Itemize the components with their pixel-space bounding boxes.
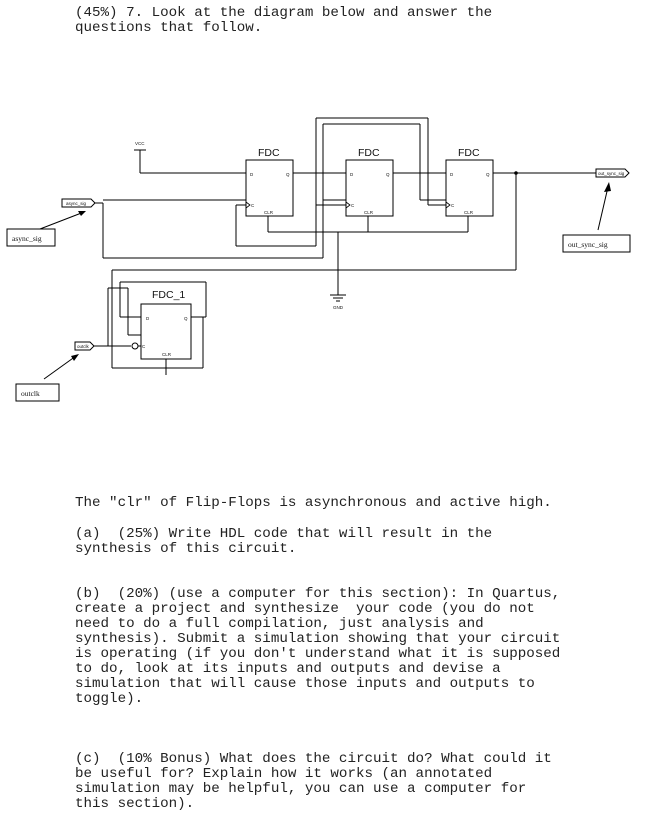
ff1-d: D — [250, 172, 254, 177]
part-b-line2: create a project and synthesize your cod… — [75, 601, 535, 617]
circuit-diagram: FDC FDC FDC FDC_1 D Q C CLR D Q C CLR D … — [6, 117, 631, 402]
question-subtitle: questions that follow. — [75, 20, 263, 36]
part-c-line2: be useful for? Explain how it works (an … — [75, 766, 493, 782]
part-b-line8: toggle). — [75, 691, 144, 707]
ff1-title: FDC — [258, 147, 280, 159]
async-sig-port — [61, 198, 96, 208]
ff2-clr: CLR — [364, 210, 374, 215]
ff2-box — [345, 159, 394, 217]
part-b-line7: simulation that will cause those inputs … — [75, 676, 535, 692]
ff3-c: C — [451, 203, 455, 208]
callout-async-box — [6, 228, 56, 247]
outclk-port-label: outclk — [77, 344, 90, 349]
part-b-line1: (b) (20%) (use a computer for this secti… — [75, 586, 561, 602]
question-title: (45%) 7. Look at the diagram below and a… — [75, 5, 493, 21]
part-b-line3: need to do a full compilation, just anal… — [75, 616, 484, 632]
part-c-line1: (c) (10% Bonus) What does the circuit do… — [75, 751, 552, 767]
ff4-clr: CLR — [162, 352, 172, 357]
part-a-line1: (a) (25%) Write HDL code that will resul… — [75, 526, 493, 542]
part-b-line4: synthesis). Submit a simulation showing … — [75, 631, 561, 647]
ff1-q: Q — [286, 172, 290, 177]
callout-outclk-box — [15, 383, 60, 402]
callout-async-label: async_sig — [12, 234, 42, 243]
part-c-line3: simulation may be helpful, you can use a… — [75, 781, 527, 797]
ff4-box — [140, 303, 192, 360]
vcc-label: VCC — [135, 141, 145, 146]
part-a-line2: synthesis of this circuit. — [75, 541, 297, 557]
callout-out-label: out_sync_sig — [568, 240, 608, 249]
ff1-c: C — [251, 203, 255, 208]
part-c-line4: this section). — [75, 796, 195, 812]
ff3-q: Q — [486, 172, 490, 177]
ff4-c: C — [142, 344, 146, 349]
gnd-label: GND — [333, 305, 344, 310]
callout-out-box — [562, 234, 631, 253]
part-b-line6: to do, look at its inputs and outputs an… — [75, 661, 501, 677]
ff4-q: Q — [184, 316, 188, 321]
ff4-title: FDC_1 — [152, 289, 185, 301]
ff1-clr: CLR — [264, 210, 274, 215]
ff3-clr: CLR — [464, 210, 474, 215]
ff1-box — [245, 159, 294, 217]
ff3-box — [445, 159, 494, 217]
clr-note: The "clr" of Flip-Flops is asynchronous … — [75, 495, 552, 511]
ff3-title: FDC — [458, 147, 480, 159]
out-port-label: out_sync_sig — [598, 171, 625, 176]
ff2-title: FDC — [358, 147, 380, 159]
ff3-d: D — [450, 172, 454, 177]
ff4-d: D — [146, 316, 150, 321]
ff2-c: C — [351, 203, 355, 208]
ff2-q: Q — [386, 172, 390, 177]
part-b-line5: is operating (if you don't understand wh… — [75, 646, 561, 662]
out-sync-sig-port — [595, 168, 630, 178]
ff2-d: D — [350, 172, 354, 177]
async-port-label: async_sig — [66, 201, 87, 206]
outclk-port — [74, 341, 95, 351]
callout-outclk-label: outclk — [21, 389, 40, 398]
